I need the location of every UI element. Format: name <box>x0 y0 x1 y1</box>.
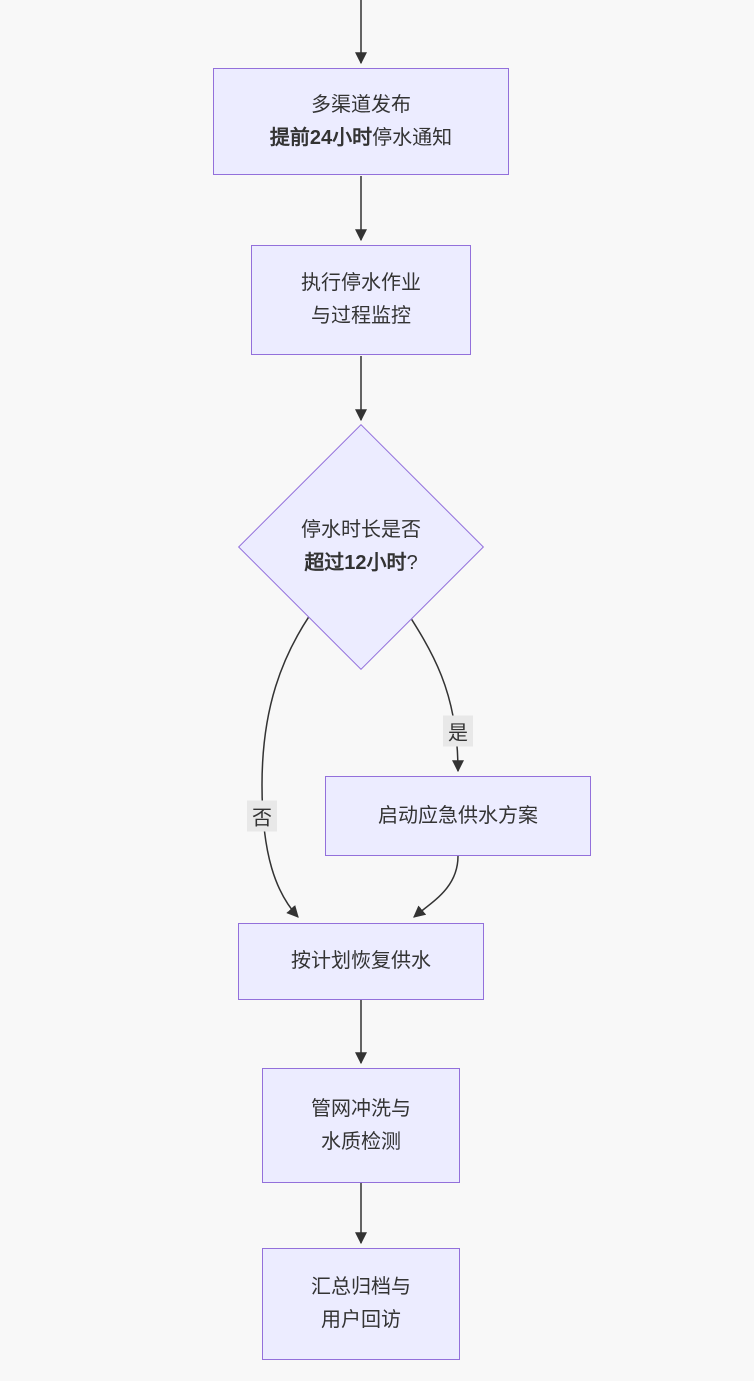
node-archive-line2: 用户回访 <box>321 1309 401 1331</box>
node-restore-label: 按计划恢复供水 <box>291 950 431 972</box>
node-flush: 管网冲洗与 水质检测 <box>262 1068 460 1183</box>
node-decision-line1: 停水时长是否 <box>301 518 421 541</box>
edge-decision-no-to-restore <box>261 596 324 918</box>
node-flush-line1: 管网冲洗与 <box>311 1097 411 1120</box>
node-archive: 汇总归档与 用户回访 <box>262 1248 460 1360</box>
node-emergency-label: 启动应急供水方案 <box>378 804 538 827</box>
node-emergency: 启动应急供水方案 <box>325 776 591 856</box>
node-execute-line1: 执行停水作业 <box>301 272 421 294</box>
node-notice-line1: 多渠道发布 <box>311 93 411 116</box>
node-restore: 按计划恢复供水 <box>238 923 484 1000</box>
edge-label-no: 否 <box>247 800 277 832</box>
node-notice-line2: 提前24小时停水通知 <box>270 122 452 155</box>
node-decision-line2-rest: ? <box>406 551 418 574</box>
node-notice-line2-bold: 提前24小时 <box>269 126 373 149</box>
node-flush-line2: 水质检测 <box>321 1130 401 1153</box>
edge-emergency-to-restore <box>413 855 459 918</box>
node-archive-line1: 汇总归档与 <box>311 1276 411 1298</box>
decision-text: 停水时长是否 超过12小时? <box>238 425 484 668</box>
node-execute-line2: 与过程监控 <box>311 305 411 327</box>
node-decision-line2: 超过12小时? <box>304 547 417 580</box>
node-notice-line2-rest: 停水通知 <box>372 126 453 149</box>
node-decision-line2-bold: 超过12小时 <box>304 551 407 574</box>
node-notice: 多渠道发布 提前24小时停水通知 <box>213 68 509 175</box>
edge-label-yes: 是 <box>443 715 473 747</box>
node-execute: 执行停水作业 与过程监控 <box>251 245 471 355</box>
